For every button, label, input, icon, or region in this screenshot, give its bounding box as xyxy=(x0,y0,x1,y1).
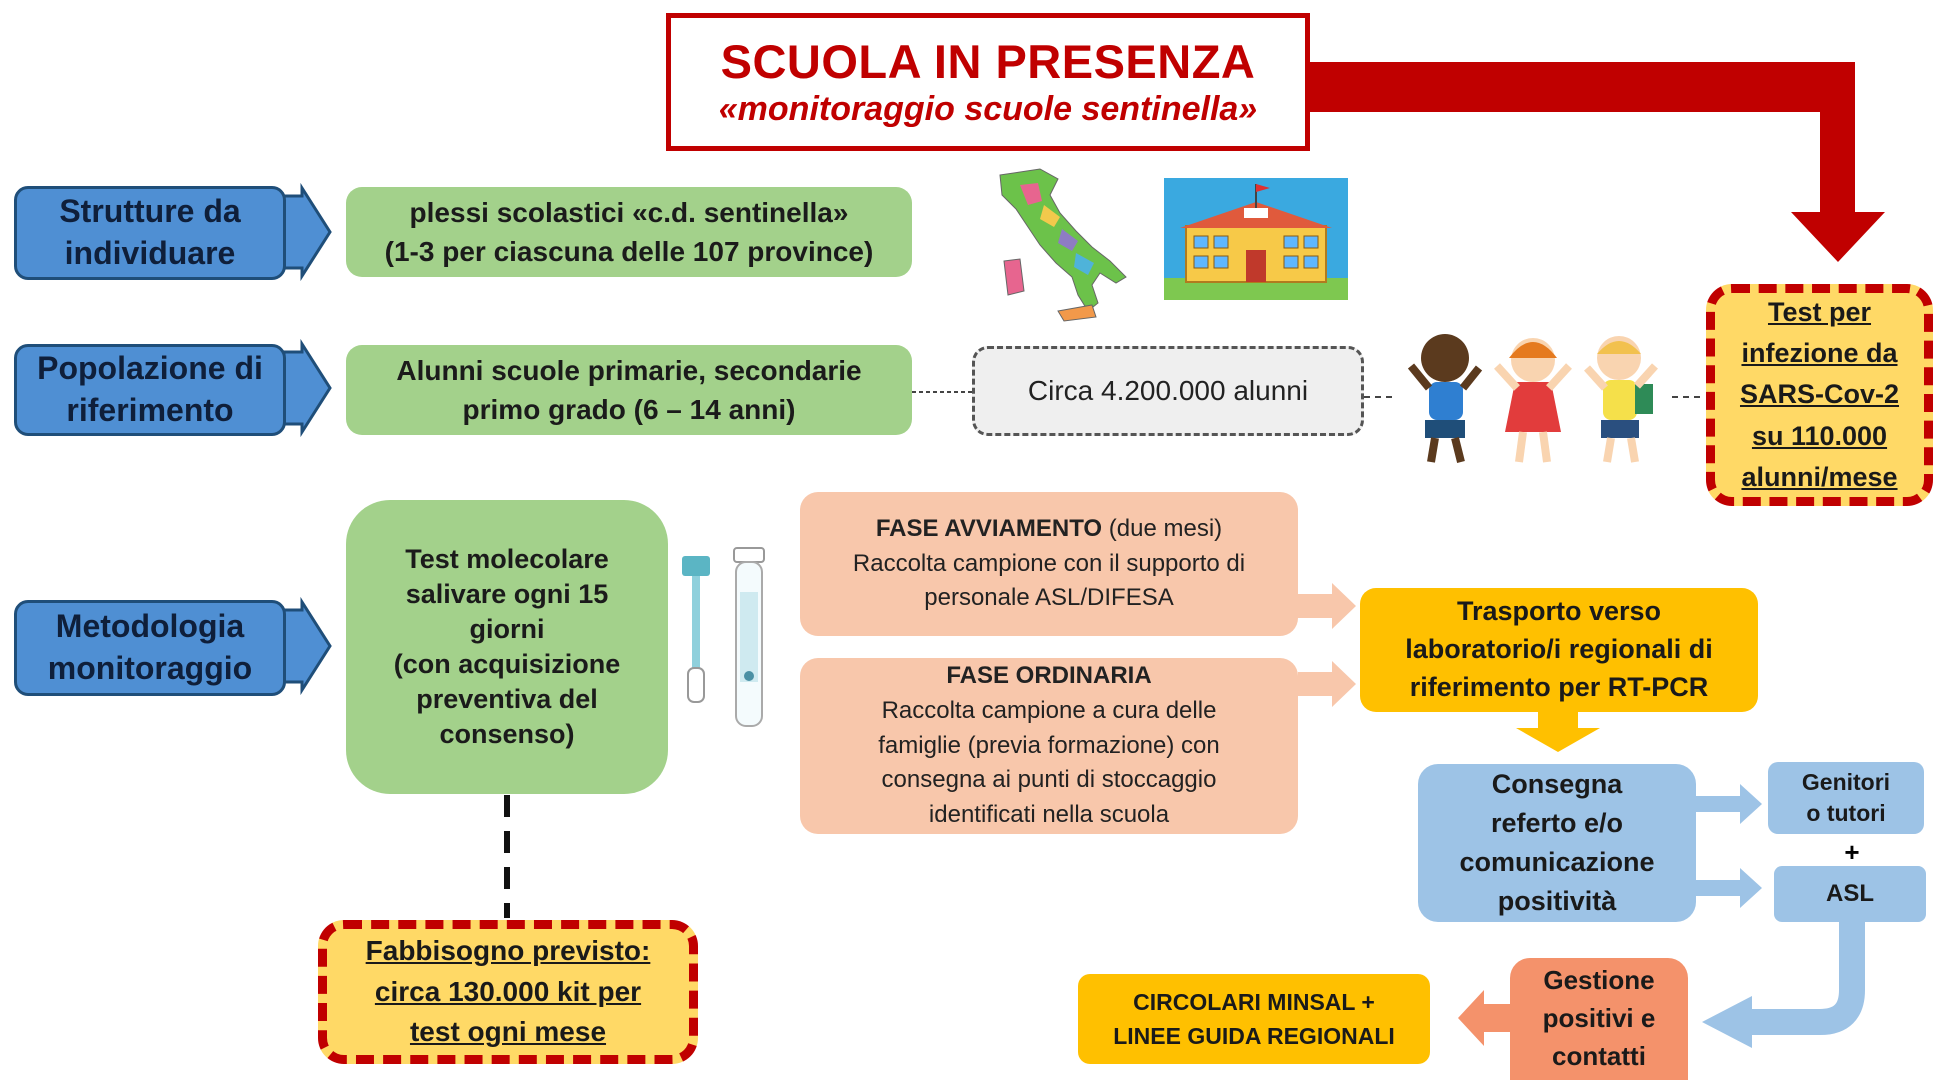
circulars-line1: CIRCOLARI MINSAL + xyxy=(1133,988,1375,1015)
category-popolazione-line2: riferimento xyxy=(66,392,234,428)
test-target-line5: alunni/mese xyxy=(1741,461,1898,492)
kits-line1: Fabbisogno previsto: xyxy=(365,935,651,967)
page-title: SCUOLA IN PRESENZA xyxy=(720,34,1256,88)
phase-start-box: FASE AVVIAMENTO (due mesi) Raccolta camp… xyxy=(800,492,1298,636)
phase-start-title: FASE AVVIAMENTO xyxy=(875,514,1103,542)
italy-map-icon xyxy=(999,168,1127,322)
phase-ordinary-line1: Raccolta campione a cura delle xyxy=(881,696,1217,724)
arrow-to-circulars xyxy=(1458,990,1510,1046)
arrow-transport-down xyxy=(1516,712,1600,752)
method-line2: salivare ogni 15 xyxy=(405,578,609,609)
category-metodologia-line2: monitoraggio xyxy=(47,650,253,686)
school-building-icon xyxy=(1164,178,1348,300)
structures-box: plessi scolastici «c.d. sentinella» (1-3… xyxy=(346,187,912,277)
arrow-to-asl xyxy=(1696,868,1762,908)
phase-start-line2: personale ASL/DIFESA xyxy=(924,584,1174,612)
phase-start-note: (due mesi) xyxy=(1108,514,1223,542)
category-strutture-line1: Strutture da xyxy=(59,193,241,230)
category-strutture: Strutture da individuare xyxy=(14,186,286,280)
red-arrow xyxy=(1310,62,1885,262)
method-line1: Test molecolare xyxy=(405,543,609,574)
arrow-phase-ordinary xyxy=(1298,661,1356,707)
parents-box: Genitori o tutori xyxy=(1768,762,1924,834)
parents-line2: o tutori xyxy=(1806,800,1886,826)
arrow-to-parents xyxy=(1696,784,1762,824)
test-target-box: Test per infezione da SARS-Cov-2 su 110.… xyxy=(1706,284,1933,506)
circulars-box: CIRCOLARI MINSAL + LINEE GUIDA REGIONALI xyxy=(1078,974,1430,1064)
saliva-test-tube-icon xyxy=(682,547,765,727)
category-popolazione-line1: Popolazione di xyxy=(37,350,263,387)
phase-start-line1: Raccolta campione con il supporto di xyxy=(852,549,1246,577)
asl-label: ASL xyxy=(1826,880,1874,907)
method-box: Test molecolare salivare ogni 15 giorni … xyxy=(346,500,668,794)
population-box: Alunni scuole primarie, secondarie primo… xyxy=(346,345,912,435)
delivery-line1: Consegna xyxy=(1491,768,1623,799)
category-metodologia: Metodologia monitoraggio xyxy=(14,600,286,696)
circulars-line2: LINEE GUIDA REGIONALI xyxy=(1113,1023,1395,1049)
test-target-line4: su 110.000 xyxy=(1751,420,1888,451)
test-target-line3: SARS-Cov-2 xyxy=(1739,379,1900,410)
transport-box: Trasporto verso laboratorio/i regionali … xyxy=(1360,588,1758,712)
phase-ordinary-line3: consegna ai punti di stoccaggio xyxy=(881,766,1217,794)
category-chevrons xyxy=(282,182,332,696)
phase-ordinary-title: FASE ORDINARIA xyxy=(946,662,1152,689)
transport-line3: riferimento per RT-PCR xyxy=(1409,671,1709,702)
structures-line1: plessi scolastici «c.d. sentinella» xyxy=(409,196,849,228)
phase-start-heading: FASE AVVIAMENTO (due mesi) xyxy=(876,512,1222,547)
delivery-line4: positività xyxy=(1497,886,1617,917)
delivery-line2: referto e/o xyxy=(1490,807,1624,838)
management-box: Gestione positivi e contatti xyxy=(1510,958,1688,1080)
management-line1: Gestione xyxy=(1543,965,1655,996)
phase-ordinary-box: FASE ORDINARIA Raccolta campione a cura … xyxy=(800,658,1298,834)
category-popolazione: Popolazione di riferimento xyxy=(14,344,286,436)
transport-line1: Trasporto verso xyxy=(1456,596,1662,627)
transport-line2: laboratorio/i regionali di xyxy=(1405,634,1713,665)
page-subtitle: «monitoraggio scuole sentinella» xyxy=(718,89,1258,128)
arrow-phase-start xyxy=(1298,583,1356,629)
population-line1: Alunni scuole primarie, secondarie xyxy=(396,354,862,386)
category-strutture-line2: individuare xyxy=(64,235,236,271)
population-count-box: Circa 4.200.000 alunni xyxy=(972,346,1364,436)
plus-sign: + xyxy=(1844,836,1860,867)
management-line2: positivi e xyxy=(1542,1003,1656,1034)
population-line2: primo grado (6 – 14 anni) xyxy=(462,394,796,425)
method-line5: preventiva del xyxy=(416,684,598,715)
phase-ordinary-line4: identificati nella scuola xyxy=(928,801,1170,829)
test-target-line2: infezione da xyxy=(1741,338,1898,369)
method-line3: giorni xyxy=(469,613,545,644)
title-box: SCUOLA IN PRESENZA «monitoraggio scuole … xyxy=(666,13,1310,151)
kits-line3: test ogni mese xyxy=(409,1016,607,1048)
method-line4: (con acquisizione xyxy=(393,649,621,679)
category-metodologia-line1: Metodologia xyxy=(55,608,245,645)
children-icon xyxy=(1407,334,1658,463)
delivery-line3: comunicazione xyxy=(1459,847,1655,877)
phase-ordinary-line2: famiglie (previa formazione) con xyxy=(878,731,1220,759)
method-line6: consenso) xyxy=(439,719,575,750)
asl-box: ASL xyxy=(1774,866,1926,922)
arrow-asl-to-management xyxy=(1752,922,1865,1035)
structures-line2: (1-3 per ciascuna delle 107 province) xyxy=(384,236,874,267)
population-count: Circa 4.200.000 alunni xyxy=(1027,375,1309,406)
test-target-line1: Test per xyxy=(1767,297,1872,328)
kits-line2: circa 130.000 kit per xyxy=(374,975,642,1007)
parents-line1: Genitori xyxy=(1801,768,1891,795)
delivery-box: Consegna referto e/o comunicazione posit… xyxy=(1418,764,1696,922)
management-line3: contatti xyxy=(1552,1040,1646,1071)
kits-box: Fabbisogno previsto: circa 130.000 kit p… xyxy=(318,920,698,1064)
